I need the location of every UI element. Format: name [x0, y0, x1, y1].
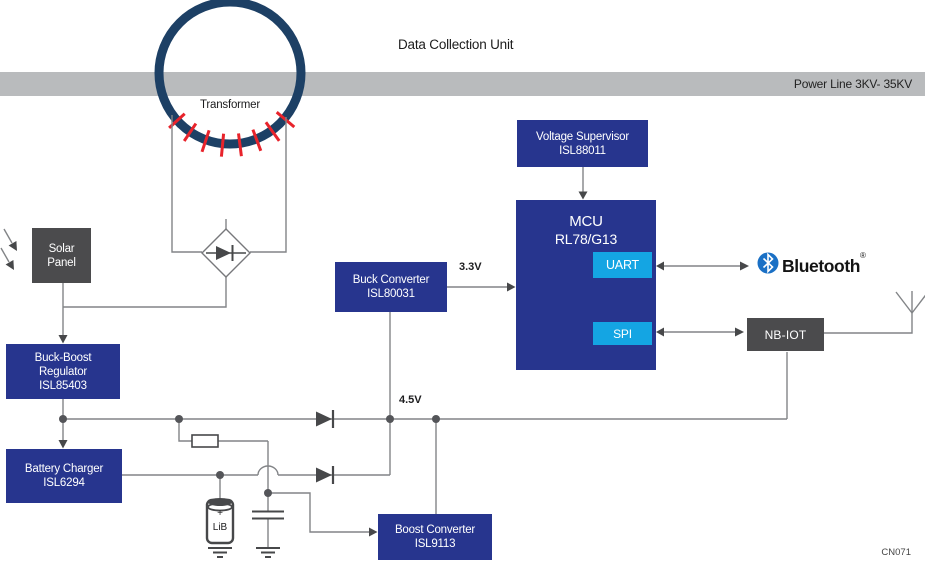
arrow-into-mcu-top [578, 191, 588, 200]
battery-charger-line1: Battery Charger [24, 463, 104, 475]
wire-resistor-in [178, 419, 192, 442]
arrow-into-mcu-left [507, 282, 516, 292]
mcu-line2: RL78/G13 [554, 231, 618, 247]
block-buck-boost-regulator: Buck-Boost Regulator ISL85403 [6, 344, 120, 399]
block-voltage-supervisor: Voltage Supervisor ISL88011 [517, 120, 648, 167]
wire-coil-right [250, 117, 287, 253]
wires [0, 115, 913, 547]
transformer-label: Transformer [200, 99, 260, 111]
arrow-into-charger [58, 440, 68, 449]
battery-icon [205, 498, 235, 545]
label-3v3: 3.3V [459, 261, 482, 273]
arrow-uart-left [656, 261, 664, 271]
arrow-nbiot-right [735, 327, 744, 337]
boost-converter-line2: ISL9113 [414, 538, 456, 550]
bluetooth-registered-mark: ® [860, 251, 866, 260]
wire-coil-left [171, 115, 202, 253]
block-boost-converter: Boost Converter ISL9113 [378, 514, 492, 560]
power-line-band: Power Line 3KV- 35KV [0, 72, 925, 96]
block-buck-converter: Buck Converter ISL80031 [335, 262, 447, 312]
ground-icon-capacitor [256, 547, 280, 558]
arrow-sunray-2 [5, 259, 14, 270]
ground-icon-battery [208, 547, 232, 558]
voltage-supervisor-line2: ISL88011 [559, 144, 606, 157]
bluetooth-rune [762, 252, 774, 274]
wire-sunray-1 [3, 228, 13, 244]
diode-icon-bottom [316, 466, 335, 484]
bluetooth-label: Bluetooth [782, 256, 861, 276]
buck-boost-line3: ISL85403 [39, 379, 87, 392]
spi-label: SPI [613, 326, 632, 341]
boost-converter-line1: Boost Converter [394, 524, 476, 536]
bluetooth-icon [757, 252, 779, 274]
power-line-label: Power Line 3KV- 35KV [793, 77, 912, 91]
bluetooth-wordmark: Bluetooth® [782, 251, 866, 277]
battery-charger-line2: ISL6294 [43, 477, 85, 489]
arrow-into-buckboost [58, 335, 68, 344]
wire-nbiot-antenna [824, 313, 913, 334]
diode-triangle [316, 467, 332, 483]
block-nb-iot: NB-IOT [747, 318, 824, 351]
arrow-bt-right [740, 261, 749, 271]
page-title: Data Collection Unit [398, 37, 514, 52]
resistor-icon [191, 434, 219, 448]
coil-ring [154, 0, 306, 149]
battery-lib-label: LiB [212, 522, 228, 533]
solar-panel-line2: Panel [47, 256, 76, 269]
antenna-icon [895, 291, 925, 314]
block-solar-panel: Solar Panel [32, 228, 91, 283]
uart-label: UART [605, 258, 639, 272]
battery-cap-ring [207, 502, 233, 512]
transformer-coil-icon [154, 0, 306, 157]
figure-code: CN071 [881, 547, 911, 558]
arrow-sunray-1 [8, 240, 17, 251]
wire-rectifier-out [63, 277, 227, 308]
battery-plus-label: + [217, 508, 223, 519]
diode-icon-top [316, 410, 335, 428]
bridge-diode-triangle [216, 246, 231, 260]
buck-converter-line1: Buck Converter [352, 274, 430, 286]
buck-converter-line2: ISL80031 [367, 288, 415, 300]
solar-panel-line1: Solar [48, 242, 75, 255]
mcu-line1: MCU [569, 213, 603, 230]
voltage-supervisor-line1: Voltage Supervisor [536, 130, 629, 143]
arrow-spi-left [656, 327, 664, 337]
arrowheads [5, 191, 749, 537]
buck-boost-line1: Buck-Boost [34, 351, 92, 364]
label-4v5: 4.5V [399, 394, 422, 406]
nb-iot-label: NB-IOT [764, 327, 807, 342]
block-spi: SPI [593, 322, 652, 345]
rectifier-bridge-icon [201, 219, 251, 278]
block-battery-charger: Battery Charger ISL6294 [6, 449, 122, 503]
wire-sunray-2 [0, 247, 10, 263]
block-uart: UART [593, 252, 652, 278]
coil-winding-ticks [168, 111, 296, 157]
arrow-into-boost [369, 527, 378, 537]
buck-boost-line2: Regulator [38, 365, 88, 378]
wire-boost-in [268, 492, 370, 533]
diode-triangle [316, 411, 332, 427]
capacitor-icon [252, 510, 284, 520]
junction-dots [59, 415, 440, 497]
